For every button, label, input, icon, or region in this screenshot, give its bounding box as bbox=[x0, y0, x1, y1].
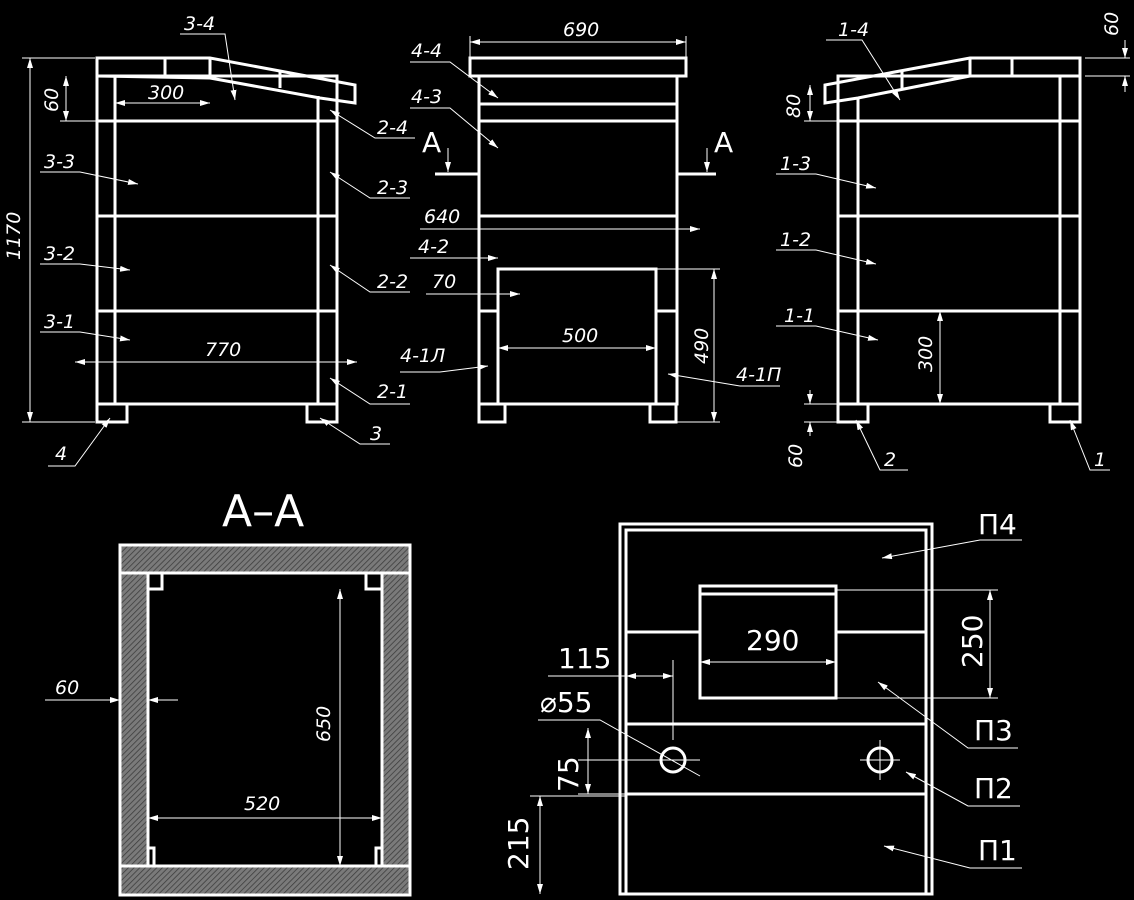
panel-window-width-dim: 290 bbox=[746, 624, 799, 657]
side-roof bbox=[823, 56, 1082, 105]
front-width-dim: 770 bbox=[205, 339, 241, 361]
label-2-4: 2-4 bbox=[377, 117, 408, 139]
middle-roof bbox=[468, 56, 688, 78]
side-body bbox=[836, 74, 1082, 406]
panel-215-dim: 215 bbox=[502, 817, 535, 870]
label-4-4: 4-4 bbox=[411, 40, 442, 62]
label-3-3: 3-3 bbox=[44, 151, 75, 173]
section-wall-dim: 60 bbox=[55, 677, 79, 699]
section-aa: A–A 60 650 520 bbox=[45, 486, 412, 897]
section-width-dim: 520 bbox=[244, 793, 280, 815]
label-2-2: 2-2 bbox=[377, 271, 408, 293]
label-1-2: 1-2 bbox=[780, 229, 811, 251]
label-1-1: 1-1 bbox=[784, 305, 815, 327]
label-4: 4 bbox=[55, 443, 67, 465]
front-body bbox=[95, 74, 339, 406]
label-1-4: 1-4 bbox=[838, 19, 869, 41]
label-4-2: 4-2 bbox=[418, 236, 449, 258]
label-1-3: 1-3 bbox=[780, 153, 811, 175]
label-p3: П3 bbox=[974, 714, 1013, 747]
section-depth-dim: 650 bbox=[313, 706, 335, 742]
panel-window-height-dim: 250 bbox=[956, 615, 989, 668]
panel-75-dim: 75 bbox=[552, 756, 585, 792]
side-bottom-dim: 300 bbox=[915, 336, 937, 372]
side-view: 60 80 300 60 1-4 1-3 1-2 1-1 2 1 bbox=[776, 12, 1130, 471]
label-3-4: 3-4 bbox=[184, 13, 215, 35]
middle-offset-dim: 70 bbox=[432, 271, 456, 293]
side-roof-dim: 80 bbox=[783, 94, 805, 118]
panel-outer bbox=[618, 522, 934, 896]
panel-window bbox=[698, 584, 838, 700]
panel-view: 290 250 115 ⌀55 75 215 П4 П3 П2 П1 bbox=[502, 508, 1022, 896]
section-mark-right: A bbox=[714, 126, 733, 159]
middle-width-top-dim: 690 bbox=[563, 19, 599, 41]
label-p1: П1 bbox=[978, 834, 1017, 867]
panel-offset-dim: 115 bbox=[558, 642, 611, 675]
label-4-3: 4-3 bbox=[411, 86, 442, 108]
section-title: A–A bbox=[222, 486, 304, 537]
middle-width-inner-dim: 640 bbox=[424, 206, 460, 228]
front-roof bbox=[95, 56, 357, 105]
label-2-1: 2-1 bbox=[377, 381, 408, 403]
panel-hole-dim: ⌀55 bbox=[540, 686, 593, 719]
front-height-dim: 1170 bbox=[3, 212, 25, 260]
label-2: 2 bbox=[884, 449, 896, 471]
middle-opening-dim: 500 bbox=[562, 325, 598, 347]
label-4-1l: 4-1Л bbox=[400, 345, 445, 367]
label-3-1: 3-1 bbox=[44, 311, 75, 333]
middle-body bbox=[477, 102, 679, 406]
front-view: 1170 60 300 770 3-4 3-3 3-2 3-1 2-4 2-3 … bbox=[3, 13, 415, 467]
middle-opening bbox=[496, 267, 658, 406]
label-3-2: 3-2 bbox=[44, 243, 75, 265]
side-leg-dim: 60 bbox=[785, 444, 807, 468]
label-2-3: 2-3 bbox=[377, 177, 408, 199]
middle-view: A A 690 640 70 500 490 4-4 4-3 4-2 4-1Л … bbox=[400, 19, 781, 424]
label-p2: П2 bbox=[974, 772, 1013, 805]
side-top-dim: 60 bbox=[1101, 12, 1123, 36]
front-overhang-dim: 300 bbox=[148, 82, 184, 104]
label-1: 1 bbox=[1094, 449, 1106, 471]
front-roof-drop-dim: 60 bbox=[41, 88, 63, 112]
label-3: 3 bbox=[370, 423, 382, 445]
front-leg-left bbox=[95, 402, 129, 424]
section-mark-left: A bbox=[422, 126, 441, 159]
label-4-1p: 4-1П bbox=[736, 364, 781, 386]
label-p4: П4 bbox=[978, 508, 1017, 541]
middle-height-dim: 490 bbox=[691, 328, 713, 364]
